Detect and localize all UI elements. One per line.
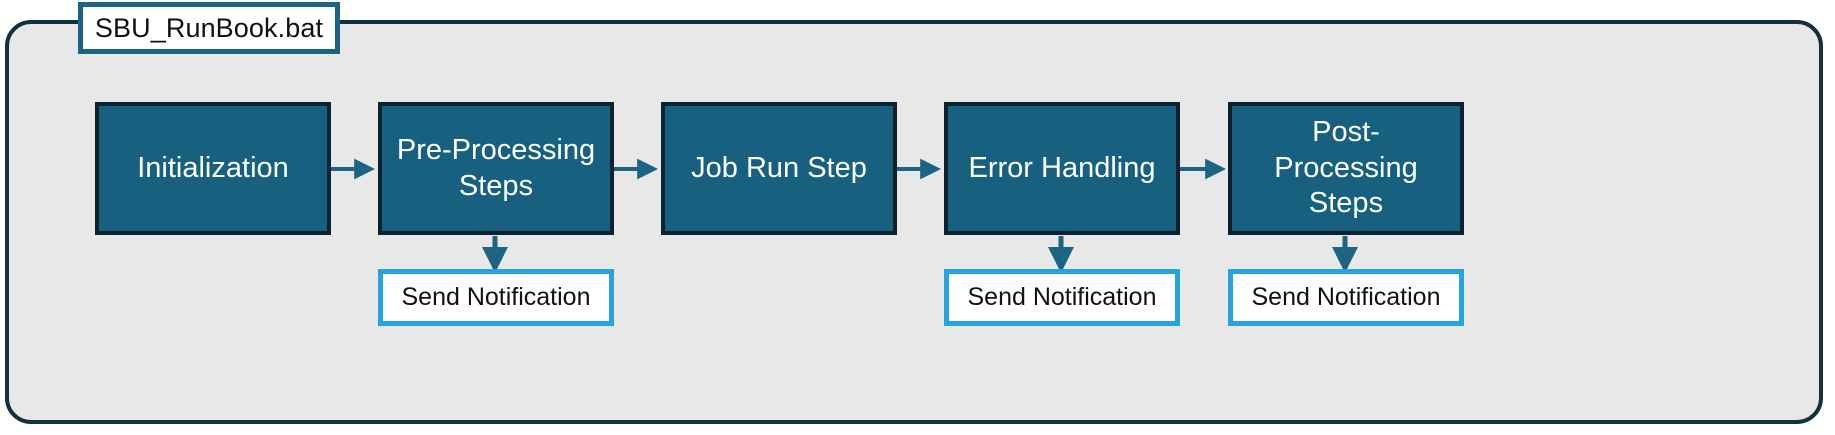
runbook-title-tab[interactable]: SBU_RunBook.bat [78,2,340,54]
notification-box-error-handling[interactable]: Send Notification [944,269,1180,326]
runbook-title-tab-label: SBU_RunBook.bat [94,12,324,43]
process-box-initialization[interactable]: Initialization [95,102,331,235]
notification-box-post-processing-label: Send Notification [1251,283,1441,311]
notification-box-error-handling-label: Send Notification [967,283,1157,311]
process-box-post-processing-label: Post- Processing Steps [1274,116,1418,220]
notification-box-pre-processing[interactable]: Send Notification [378,269,614,326]
process-box-job-run[interactable]: Job Run Step [661,102,897,235]
notification-box-post-processing[interactable]: Send Notification [1228,269,1464,326]
process-box-pre-processing-label: Pre-Processing Steps [396,134,596,202]
process-box-initialization-label: Initialization [137,151,289,184]
notification-box-pre-processing-label: Send Notification [401,283,591,311]
process-box-post-processing[interactable]: Post- Processing Steps [1228,102,1464,235]
process-box-job-run-label: Job Run Step [691,151,867,184]
process-box-error-handling-label: Error Handling [968,151,1156,184]
process-box-error-handling[interactable]: Error Handling [944,102,1180,235]
process-box-pre-processing[interactable]: Pre-Processing Steps [378,102,614,235]
